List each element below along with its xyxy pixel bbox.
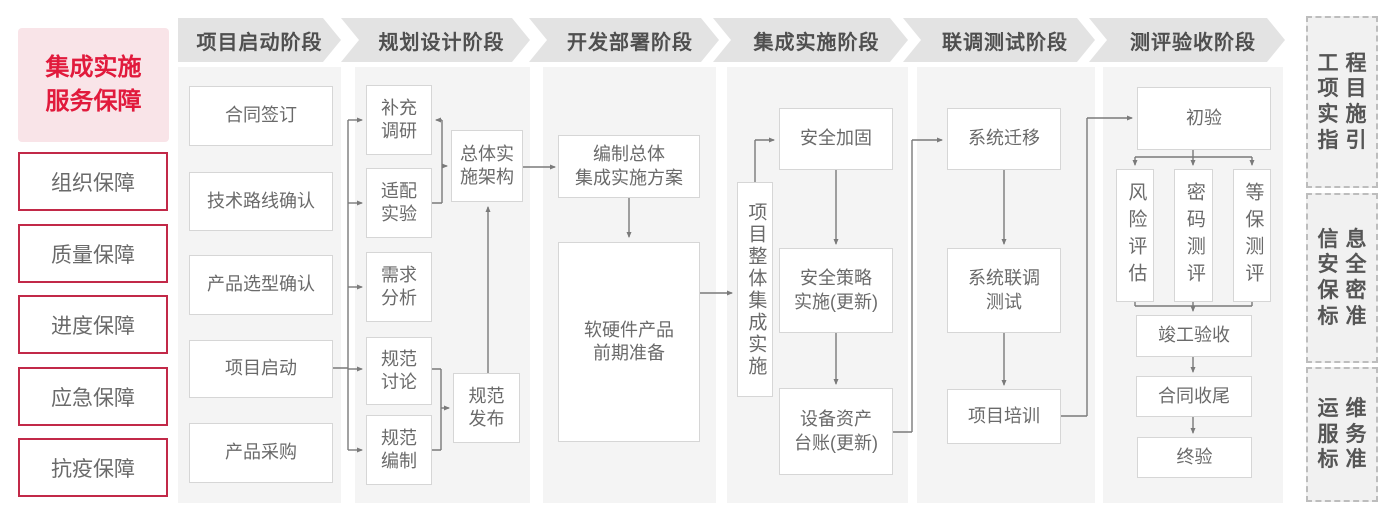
flow-box-initial-acceptance: 初验 — [1137, 87, 1271, 150]
flow-box-mlps-evaluation: 等保测评 — [1233, 169, 1271, 302]
phase-band-planning-design: 规划设计阶段 — [341, 18, 530, 62]
flow-box-contract-closure: 合同收尾 — [1136, 376, 1252, 417]
flow-box-security-hardening: 安全加固 — [779, 108, 893, 170]
phase-band-evaluation-acceptance: 测评验收阶段 — [1089, 18, 1285, 62]
flow-box-requirements-analysis: 需求 分析 — [366, 252, 432, 322]
standard-infosec-confidentiality: 信息 安全 保密 标准 — [1306, 193, 1378, 363]
flow-box-supplementary-research: 补充 调研 — [366, 85, 432, 155]
flow-box-overall-implementation-architecture: 总体实 施架构 — [451, 130, 523, 202]
flow-box-final-acceptance: 终验 — [1137, 437, 1252, 478]
flow-box-system-migration: 系统迁移 — [947, 108, 1061, 170]
flow-box-product-selection-confirmation: 产品选型确认 — [189, 255, 333, 315]
flow-box-completion-acceptance: 竣工验收 — [1136, 315, 1252, 357]
flow-box-spec-discussion: 规范 讨论 — [366, 337, 432, 405]
flow-box-product-procurement: 产品采购 — [189, 423, 333, 483]
flow-box-contract-signing: 合同签订 — [189, 86, 333, 146]
standard-om-service: 运维 服务 标准 — [1306, 367, 1378, 502]
flow-box-spec-release: 规范 发布 — [453, 373, 520, 443]
sidebar-item-org-guarantee: 组织保障 — [18, 152, 168, 211]
sidebar-item-schedule-guarantee: 进度保障 — [18, 295, 168, 354]
flow-box-adaptation-testing: 适配 实验 — [366, 168, 432, 238]
flow-box-equipment-asset-ledger: 设备资产 台账(更新) — [779, 388, 893, 475]
flow-box-security-policy-implementation: 安全策略 实施(更新) — [779, 248, 893, 333]
sidebar-item-quality-guarantee: 质量保障 — [18, 224, 168, 283]
sidebar-item-emergency-guarantee: 应急保障 — [18, 367, 168, 426]
flow-box-overall-integration-plan: 编制总体 集成实施方案 — [558, 135, 700, 198]
flow-box-spec-drafting: 规范 编制 — [366, 415, 432, 485]
standard-project-implementation-guide: 工程 项目 实施 指引 — [1306, 16, 1378, 188]
flow-box-risk-assessment: 风险评估 — [1116, 169, 1154, 302]
flow-box-tech-route-confirmation: 技术路线确认 — [189, 172, 333, 231]
flow-box-hw-sw-product-preparation: 软硬件产品 前期准备 — [558, 242, 700, 442]
phase-band-project-kickoff: 项目启动阶段 — [178, 18, 341, 62]
flow-box-system-joint-debug-test: 系统联调 测试 — [947, 248, 1061, 333]
flow-box-project-kickoff: 项目启动 — [189, 340, 333, 398]
phase-band-integration-implementation: 集成实施阶段 — [713, 18, 908, 62]
phase-band-dev-deployment: 开发部署阶段 — [529, 18, 719, 62]
sidebar-title: 集成实施 服务保障 — [18, 28, 169, 142]
sidebar-item-anti-epidemic-guarantee: 抗疫保障 — [18, 438, 168, 497]
flow-box-crypto-evaluation: 密码测评 — [1174, 169, 1213, 302]
phase-band-joint-debug-test: 联调测试阶段 — [903, 18, 1095, 62]
flow-box-project-overall-integration: 项目整体集成实施 — [737, 182, 773, 397]
flow-box-project-training: 项目培训 — [947, 389, 1061, 444]
